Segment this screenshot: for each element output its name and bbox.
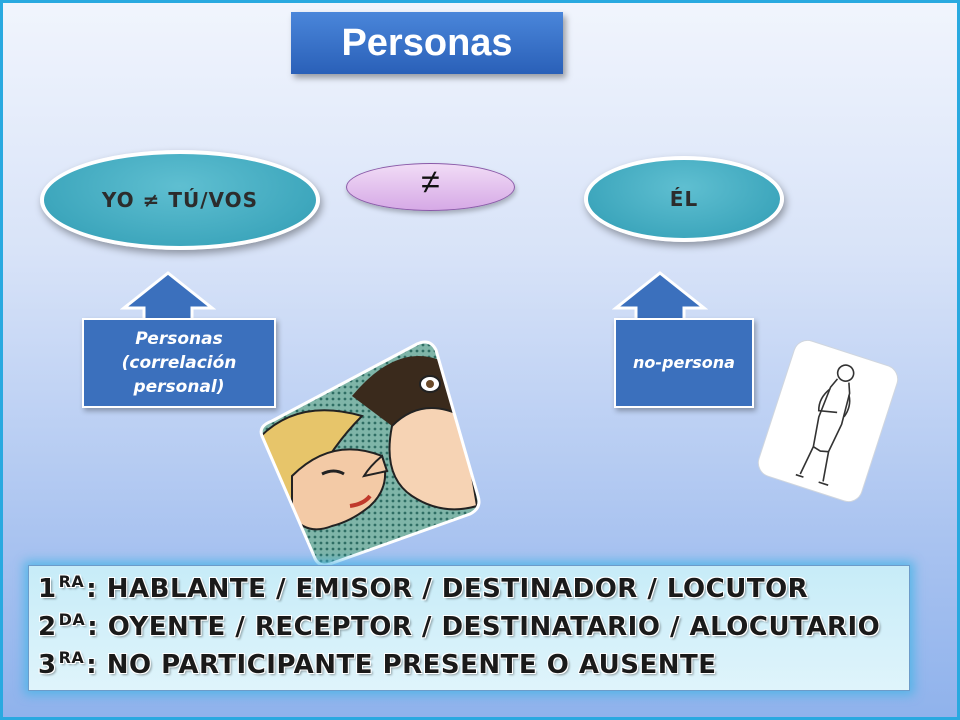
box-no-persona: no-persona xyxy=(614,318,754,408)
ellipse-el-label: ÉL xyxy=(669,187,699,211)
box-personas-line-1: Personas xyxy=(135,329,223,349)
definition-1-suffix: RA xyxy=(58,572,85,591)
ellipse-el: ÉL xyxy=(584,156,784,242)
definition-2-suffix: DA xyxy=(58,610,86,629)
definition-2-number: 2 xyxy=(38,612,57,642)
title-box: Personas xyxy=(291,12,563,74)
page-title: Personas xyxy=(341,21,513,64)
ellipse-yo-label: YO ≠ TÚ/VOS xyxy=(101,188,259,212)
comic-couple-illustration xyxy=(259,340,481,567)
up-arrow-right-icon xyxy=(612,271,708,322)
box-personas-label: Personas (correlación personal) xyxy=(122,327,237,399)
box-personas-line-2: (correlación xyxy=(121,353,237,373)
box-no-persona-label: no-persona xyxy=(633,353,735,372)
definition-3-suffix: RA xyxy=(58,648,85,667)
definition-3-number: 3 xyxy=(38,650,57,680)
box-personas: Personas (correlación personal) xyxy=(82,318,276,408)
definition-3-text: : NO PARTICIPANTE PRESENTE O AUSENTE xyxy=(86,650,717,680)
ellipse-not-equal: ≠ xyxy=(346,163,515,211)
definition-2-text: : OYENTE / RECEPTOR / DESTINATARIO / ALO… xyxy=(87,612,881,642)
definition-1-text: : HABLANTE / EMISOR / DESTINADOR / LOCUT… xyxy=(86,574,809,604)
not-equal-symbol: ≠ xyxy=(421,163,440,201)
box-personas-line-3: personal) xyxy=(133,377,225,397)
standing-man-sketch xyxy=(757,340,899,502)
up-arrow-left-icon xyxy=(120,271,216,322)
definition-1-number: 1 xyxy=(38,574,57,604)
ellipse-yo-tu-vos: YO ≠ TÚ/VOS xyxy=(40,150,320,250)
